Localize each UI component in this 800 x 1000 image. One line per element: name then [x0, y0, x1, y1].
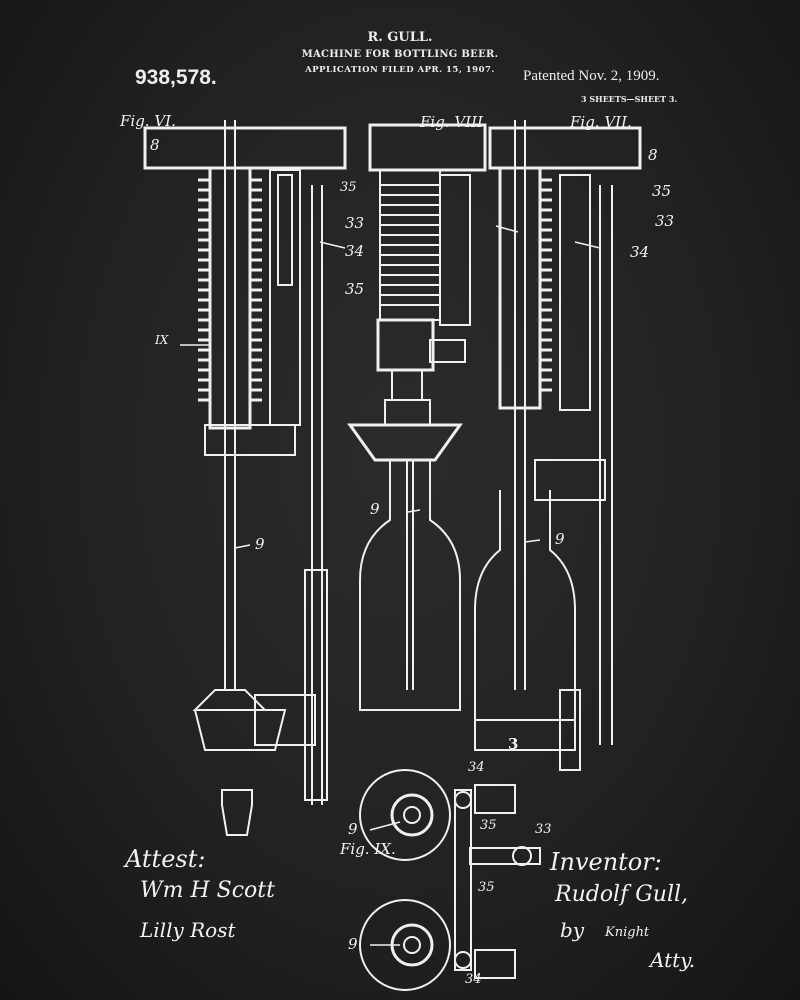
inventor-label: Inventor:	[550, 848, 662, 876]
atty-label: Atty.	[650, 948, 696, 972]
inventor-signature: Rudolf Gull,	[555, 882, 689, 907]
attest-label: Attest:	[125, 845, 206, 873]
patent-title: MACHINE FOR BOTTLING BEER.	[301, 49, 499, 60]
ref-section-ix: IX	[155, 333, 169, 347]
ref-9-bottom: 9	[348, 935, 358, 953]
sheet-count: 3 SHEETS—SHEET 3.	[581, 94, 678, 104]
inventor-heading: R. GULL.	[367, 30, 433, 45]
patented-date: Patented Nov. 2, 1909.	[523, 68, 660, 84]
ref-33-left: 33	[345, 214, 365, 232]
ref-34-right: 34	[630, 243, 650, 261]
by-label: by	[560, 918, 585, 942]
fig-6-drawing	[143, 120, 347, 805]
ref-9-left: 9	[255, 535, 265, 553]
ref-35-right: 35	[652, 182, 672, 200]
fig-8-label: Fig. VIII.	[420, 113, 488, 131]
fig-9-label: Fig. IX.	[340, 840, 396, 858]
ref-34-bottom-top: 34	[468, 760, 485, 775]
fig-9-drawing	[359, 769, 541, 991]
fig-7-label: Fig. VII.	[570, 113, 632, 131]
ref-34-left: 34	[345, 242, 365, 260]
ref-8-left: 8	[150, 136, 160, 154]
ref-35-mid: 35	[345, 280, 365, 298]
fig-7-drawing	[474, 120, 642, 771]
witness-1-signature: Wm H Scott	[140, 878, 275, 903]
ref-9-right: 9	[555, 530, 565, 548]
ref-3: 3	[508, 735, 519, 753]
witness-2-signature: Lilly Rost	[140, 918, 236, 942]
ref-35-bottom-top: 35	[480, 818, 497, 833]
patent-number: 938,578.	[135, 66, 217, 89]
ref-8-right: 8	[648, 146, 658, 164]
ref-34-bottom: 34	[465, 972, 482, 987]
ref-33-bottom: 33	[535, 822, 552, 837]
application-filed: APPLICATION FILED APR. 15, 1907.	[305, 65, 495, 75]
bottle-cap-drawing	[221, 789, 253, 836]
fig-8-drawing	[347, 123, 487, 711]
attorney-signature: Knight	[605, 925, 650, 940]
ref-9-bottom-top: 9	[348, 820, 358, 838]
ref-35-left: 35	[340, 180, 357, 195]
ref-35-bottom: 35	[478, 880, 495, 895]
ref-9-mid: 9	[370, 500, 380, 518]
ref-33-right: 33	[655, 212, 675, 230]
fig-6-label: Fig. VI.	[120, 112, 176, 130]
